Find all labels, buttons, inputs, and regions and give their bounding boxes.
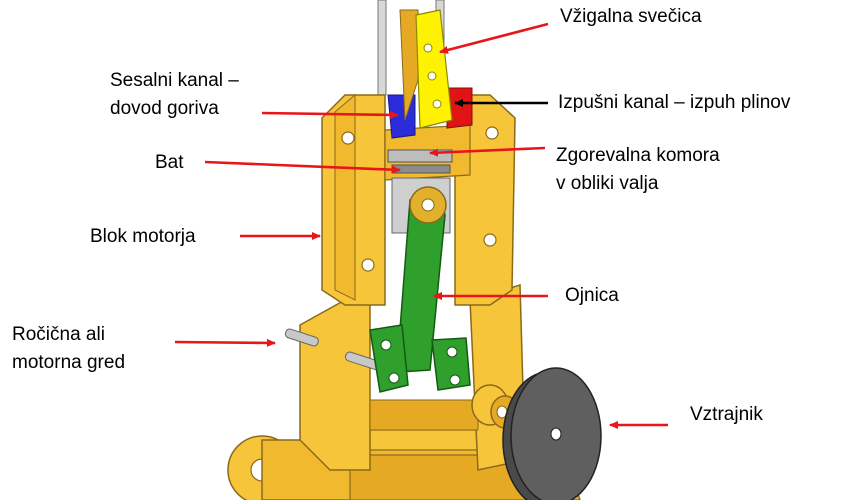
- label-chamber-line1: Zgorevalna komora: [556, 145, 720, 166]
- label-chamber-line2: v obliki valja: [556, 173, 659, 194]
- label-spark-plug: Vžigalna svečica: [560, 6, 702, 27]
- spark-plug: [399, 9, 453, 129]
- label-crank-line2: motorna gred: [12, 352, 126, 373]
- arrow-crankshaft: [174, 338, 276, 347]
- label-connecting-rod: Ojnica: [565, 285, 619, 306]
- connecting-rod: [369, 186, 471, 393]
- label-piston: Bat: [155, 152, 184, 173]
- flywheel: [502, 367, 602, 500]
- crankshaft: [284, 328, 385, 372]
- arrow-chamber: [429, 146, 546, 157]
- arrow-spark-plug: [439, 22, 549, 54]
- label-exhaust: Izpušni kanal – izpuh plinov: [558, 92, 791, 113]
- arrow-piston: [204, 160, 401, 174]
- arrow-intake: [261, 110, 399, 119]
- label-intake-line2: dovod goriva: [110, 98, 219, 119]
- label-intake-line1: Sesalni kanal –: [110, 70, 239, 91]
- label-engine-block: Blok motorja: [90, 226, 196, 247]
- label-flywheel: Vztrajnik: [690, 404, 763, 425]
- label-crank-line1: Ročična ali: [12, 324, 105, 345]
